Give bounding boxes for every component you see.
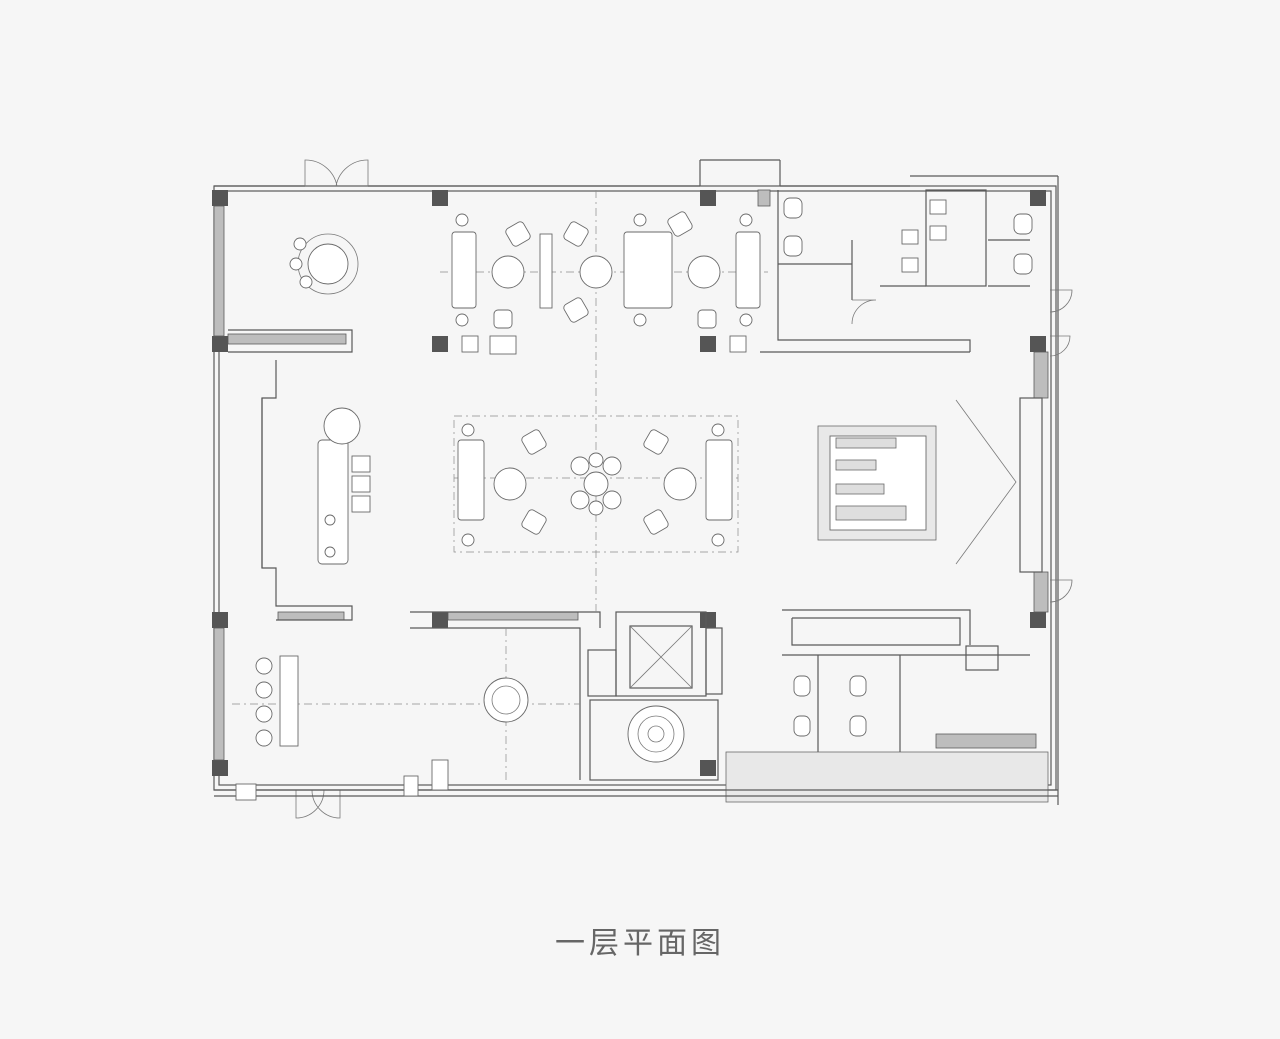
courtyard-tree [627, 705, 685, 763]
plan-caption: 一层平面图 [555, 926, 725, 961]
bottom-left-booths [255, 655, 529, 747]
floor-plan-drawing [212, 159, 1073, 819]
lower-right-seating [725, 675, 1049, 803]
lounge-top [451, 211, 761, 355]
hatched-walls [213, 189, 1049, 761]
interior-walls [228, 189, 1043, 781]
reception [317, 407, 371, 565]
bottom-facade [214, 759, 1058, 801]
top-left-feature [289, 233, 359, 295]
doors [295, 159, 1073, 819]
restroom-fixtures [783, 197, 1033, 275]
lounge-center [457, 423, 733, 547]
display-area [817, 399, 1017, 565]
